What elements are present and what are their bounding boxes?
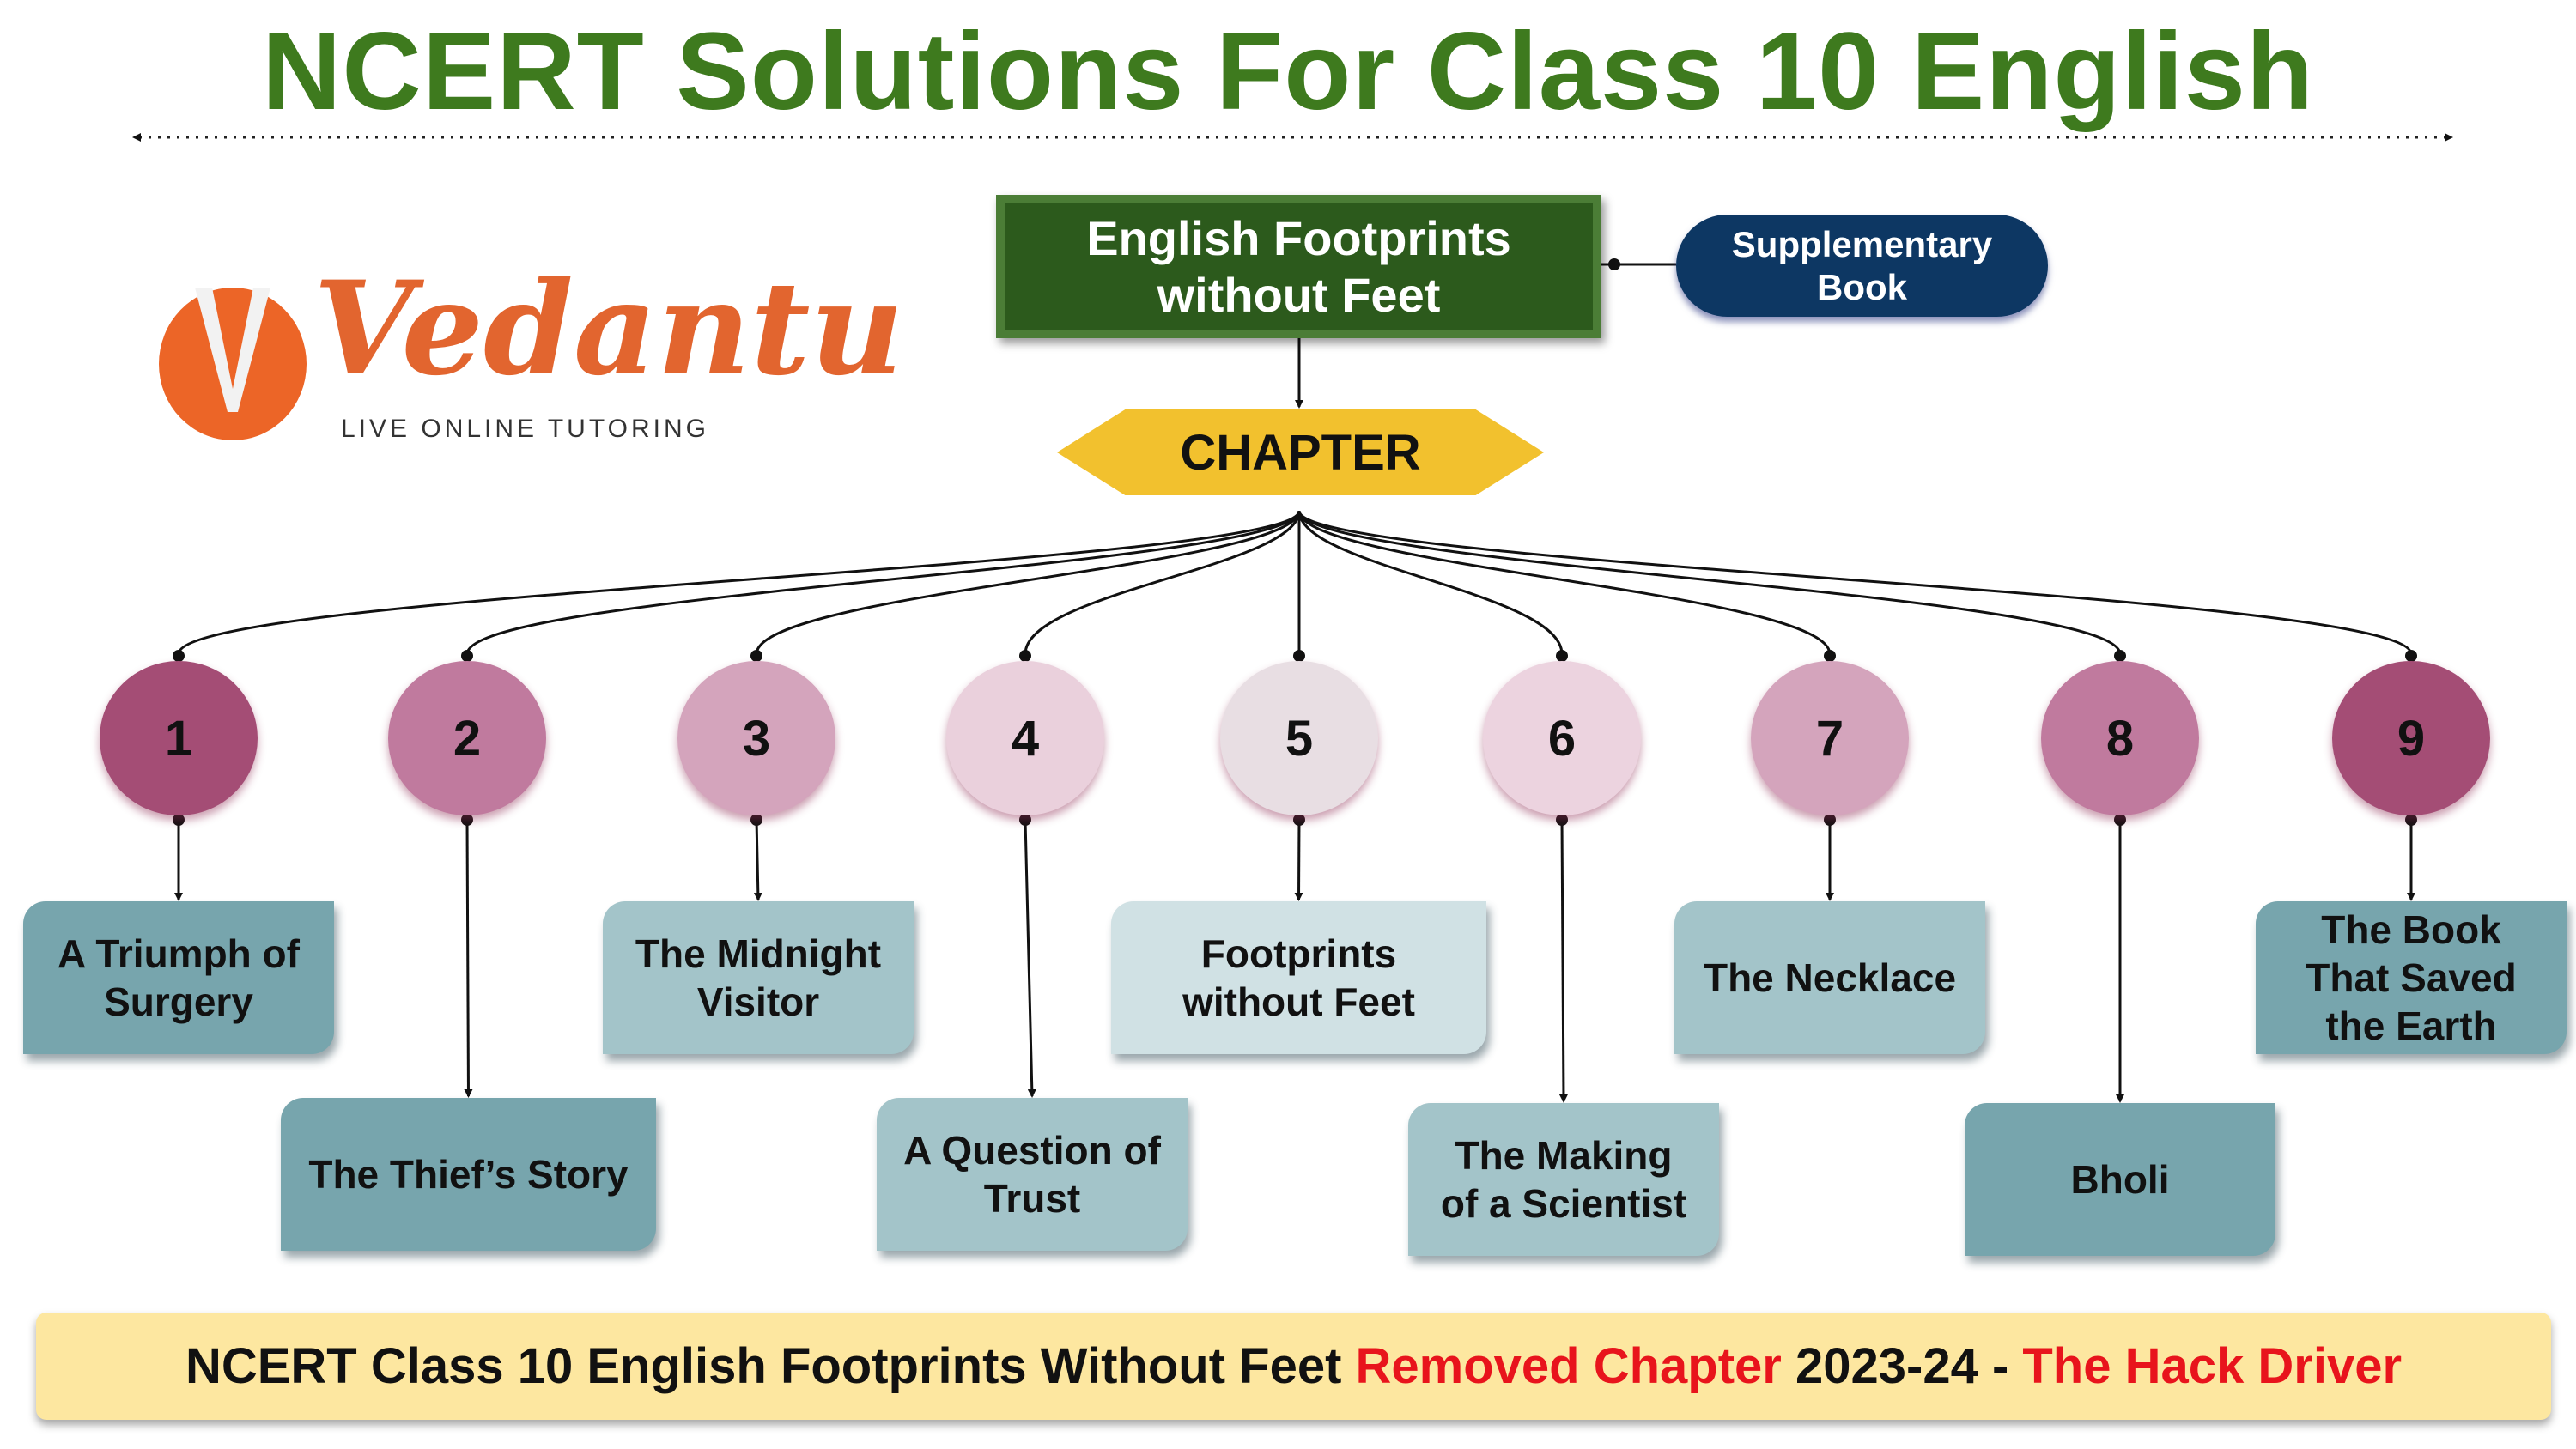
chapter-link-curve (177, 510, 1301, 655)
circle-to-box-arrow (1024, 819, 1036, 1098)
supplementary-label: Supplementary Book (1731, 223, 1993, 307)
chapter-name: Footprints without Feet (1182, 931, 1415, 1024)
page-title: NCERT Solutions For Class 10 English (261, 10, 2315, 133)
chapter-name-box[interactable]: Footprints without Feet (1111, 901, 1486, 1054)
chapter-name: A Question of Trust (903, 1128, 1161, 1221)
chapter-number-circle[interactable]: 8 (2041, 661, 2199, 815)
chapter-number: 1 (164, 710, 193, 767)
connector-dot (1019, 650, 1031, 662)
connector-dot (1293, 650, 1305, 662)
banner-text: NCERT Class 10 English Footprints Withou… (185, 1338, 1356, 1394)
book-title-box: English Footprints without Feet (996, 195, 1601, 338)
chapter-name-box[interactable]: The Making of a Scientist (1408, 1103, 1719, 1256)
connector-dot (1556, 650, 1568, 662)
logo-v-icon (195, 288, 270, 412)
chapter-name: The Midnight Visitor (635, 931, 882, 1024)
banner-removed-chapter: The Hack Driver (2022, 1338, 2403, 1394)
chapter-link-curve (1297, 510, 1564, 655)
banner-year: 2023-24 - (1781, 1338, 2023, 1394)
chapter-name-box[interactable]: The Book That Saved the Earth (2256, 901, 2567, 1054)
chapter-number-circle[interactable]: 5 (1220, 661, 1378, 815)
circle-to-box-arrow (1558, 819, 1568, 1103)
chapter-number: 8 (2105, 710, 2135, 767)
chapter-number: 9 (2397, 710, 2426, 767)
circle-to-box-arrow (464, 819, 473, 1098)
chapter-link-curve (1024, 510, 1301, 655)
connector-dot (750, 650, 762, 662)
chapter-hexagon: CHAPTER (1057, 409, 1544, 495)
chapter-number-circle[interactable]: 2 (388, 661, 546, 815)
chapter-name-box[interactable]: The Thief’s Story (281, 1098, 656, 1251)
chapter-number-circle[interactable]: 1 (100, 661, 258, 815)
chapter-name: The Thief’s Story (308, 1152, 629, 1197)
chapter-number: 4 (1011, 710, 1040, 767)
chapter-number: 2 (453, 710, 482, 767)
chapter-name-box[interactable]: Bholi (1965, 1103, 2275, 1256)
chapter-link-curve (1297, 510, 1832, 655)
chapter-link-curve (1297, 510, 2122, 655)
chapter-number-circle[interactable]: 7 (1751, 661, 1909, 815)
chapter-number-circle[interactable]: 9 (2332, 661, 2490, 815)
chapter-number-circle[interactable]: 3 (677, 661, 835, 815)
chapter-name-box[interactable]: The Midnight Visitor (603, 901, 914, 1054)
chapter-name: Bholi (2070, 1157, 2170, 1202)
logo-wordmark: Vedantu (313, 253, 904, 404)
book-title: English Footprints without Feet (1086, 210, 1511, 322)
chapter-number: 3 (742, 710, 771, 767)
connector-dot (1824, 650, 1836, 662)
chapter-number: 6 (1547, 710, 1577, 767)
connector-dot (2114, 650, 2126, 662)
chapter-number: 5 (1285, 710, 1314, 767)
connector-dot (2405, 650, 2417, 662)
logo-circle (159, 288, 307, 440)
chapter-name: The Making of a Scientist (1440, 1133, 1687, 1226)
chapter-name: A Triumph of Surgery (58, 931, 300, 1024)
chapter-link-curve (1297, 510, 2413, 655)
chapter-link-curve (465, 510, 1301, 655)
connector-dot (173, 650, 185, 662)
chapter-number-circle[interactable]: 4 (946, 661, 1104, 815)
chapter-name-box[interactable]: A Triumph of Surgery (23, 901, 334, 1054)
chapter-name-box[interactable]: A Question of Trust (877, 1098, 1188, 1251)
chapter-number-circle[interactable]: 6 (1483, 661, 1641, 815)
connector-dot (461, 650, 473, 662)
chapter-name: The Necklace (1703, 955, 1957, 1000)
logo-tagline: LIVE ONLINE TUTORING (341, 415, 709, 443)
chapter-link-curve (755, 510, 1301, 655)
circle-to-box-arrow (753, 819, 762, 901)
chapter-number: 7 (1815, 710, 1844, 767)
connector-dot (1608, 258, 1620, 270)
vedantu-logo: Vedantu LIVE ONLINE TUTORING (159, 253, 904, 451)
chapter-name: The Book That Saved the Earth (2306, 907, 2517, 1048)
circle-to-box-arrow (1294, 819, 1303, 901)
supplementary-book-badge: Supplementary Book (1676, 215, 2048, 317)
banner-removed-label: Removed Chapter (1355, 1338, 1782, 1394)
chapter-label: CHAPTER (1180, 424, 1421, 481)
removed-chapter-banner: NCERT Class 10 English Footprints Withou… (36, 1313, 2551, 1420)
chapter-name-box[interactable]: The Necklace (1674, 901, 1985, 1054)
